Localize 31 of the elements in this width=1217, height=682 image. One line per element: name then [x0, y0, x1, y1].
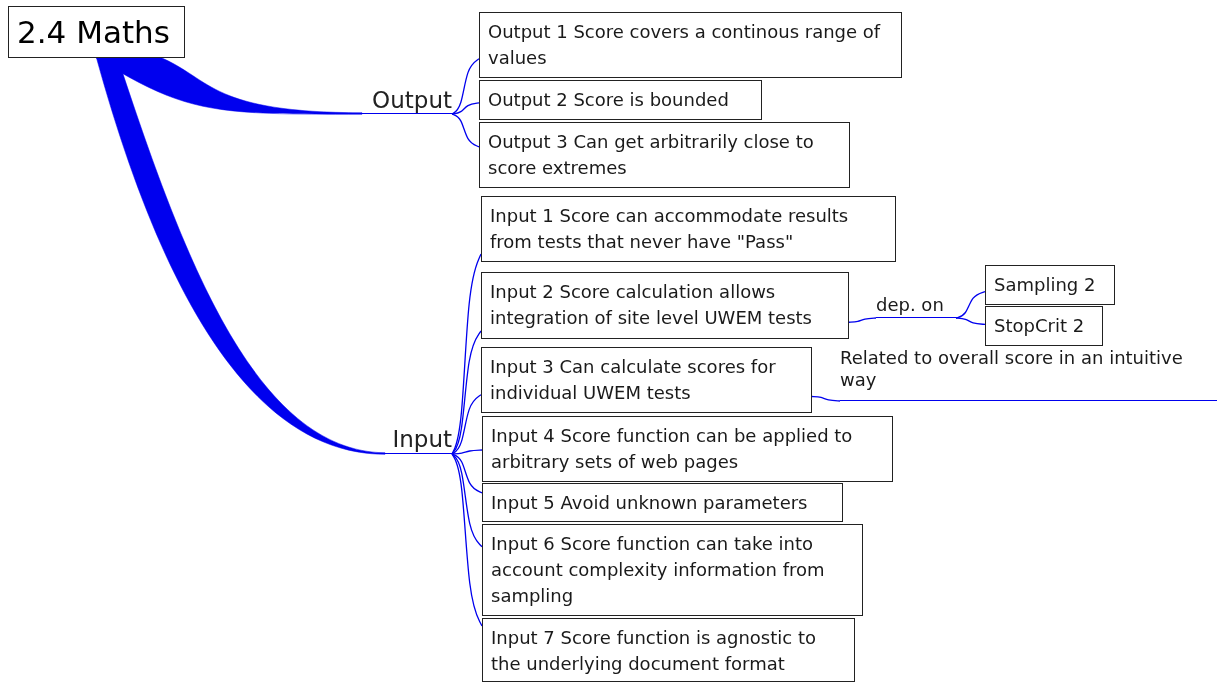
topic-box: Input 6 Score function can take into account complexity information from sampling: [482, 524, 863, 616]
branch-line: [451, 58, 480, 115]
branch-line: [451, 453, 483, 627]
topic-box: Input 7 Score function is agnostic to the underlying document format: [482, 618, 855, 682]
branch-label: Input: [383, 426, 452, 454]
branch-line: [451, 102, 480, 115]
floating-note: Related to overall score in an intuitive way: [840, 347, 1217, 401]
branch-line: [955, 317, 986, 326]
branch-line: [451, 394, 482, 455]
thick-branch: [96, 57, 386, 455]
topic-box: Output 3 Can get arbitrarily close to score extremes: [479, 122, 850, 188]
branch-line: [955, 290, 986, 319]
topic-box: Sampling 2: [985, 265, 1115, 305]
branch-line: [451, 453, 483, 548]
branch-line: [811, 395, 841, 402]
topic-box: Output 2 Score is bounded: [479, 80, 762, 120]
title-box: 2.4 Maths: [8, 6, 185, 58]
topic-box: Input 4 Score function can be applied to arbitrary sets of web pages: [482, 416, 893, 482]
topic-box: Input 2 Score calculation allows integration of site level UWEM tests: [481, 272, 849, 339]
topic-box: StopCrit 2: [985, 306, 1103, 346]
topic-box: Output 1 Score covers a continous range of values: [479, 12, 902, 78]
branch-label: Output: [360, 87, 452, 114]
topic-box: Input 5 Avoid unknown parameters: [482, 483, 843, 522]
branch-line: [451, 449, 483, 455]
topic-box: Input 3 Can calculate scores for individual UWEM tests: [481, 347, 812, 413]
branch-line: [848, 317, 877, 323]
topic-box: Input 1 Score can accommodate results from tests that never have "Pass": [481, 196, 896, 262]
connector-label: dep. on: [876, 294, 956, 318]
branch-line: [451, 113, 480, 148]
branch-line: [451, 453, 483, 494]
branch-line: [451, 330, 482, 455]
